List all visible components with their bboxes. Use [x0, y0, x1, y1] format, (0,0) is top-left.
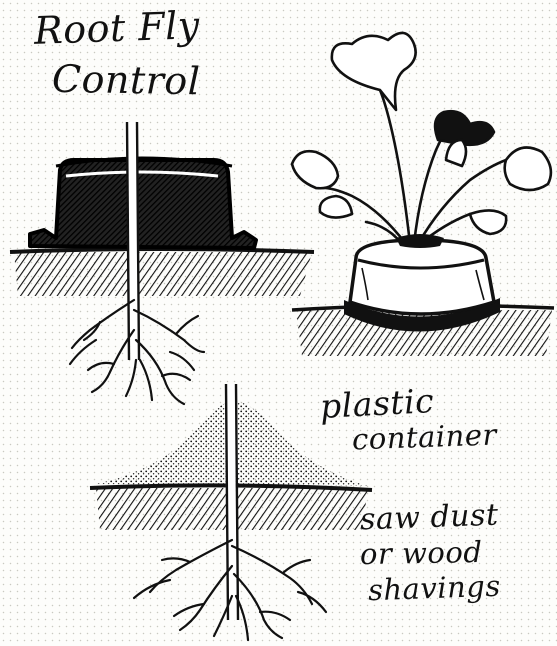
- stem-3: [230, 384, 232, 620]
- label-shavings: shavings: [367, 569, 501, 608]
- leaf-right-dark: [435, 111, 494, 145]
- title-line-2: Control: [52, 57, 201, 104]
- leaf-left: [292, 151, 338, 188]
- label-or-wood: or wood: [360, 535, 483, 571]
- soil-band-1: [14, 252, 312, 296]
- leaf-left-low: [320, 196, 352, 218]
- stem-1: [130, 122, 136, 360]
- leaf-top: [332, 33, 416, 110]
- leaf-mid: [470, 210, 506, 234]
- title-line-1: Root Fly: [33, 3, 200, 53]
- leaf-far-right: [505, 148, 551, 191]
- container-panel: [292, 33, 554, 356]
- plant-base-shadow: [396, 234, 444, 248]
- label-container: container: [351, 417, 497, 456]
- label-saw-dust: saw dust: [359, 498, 499, 538]
- leaf-center: [446, 140, 466, 166]
- collar-panel: [10, 122, 314, 404]
- ground-line-1: [10, 249, 314, 252]
- plastic-container: [350, 240, 494, 314]
